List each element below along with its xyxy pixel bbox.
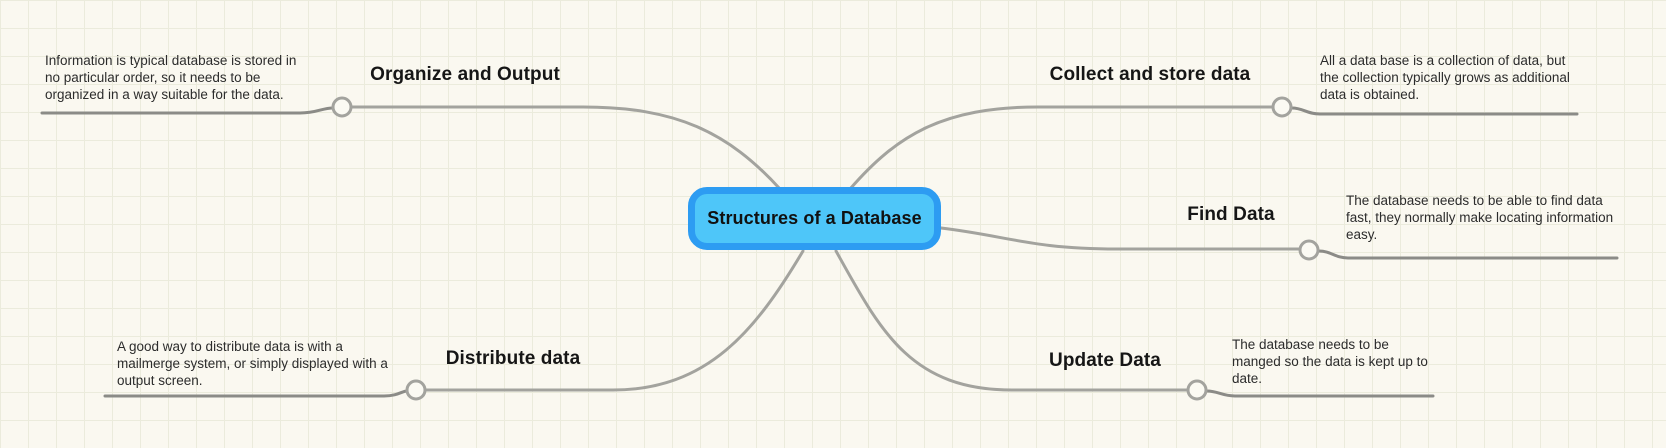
note-line: organized in a way suitable for the data…	[45, 87, 284, 102]
handle-update[interactable]	[1186, 379, 1208, 401]
note-line: the collection typically grows as additi…	[1320, 70, 1570, 85]
note-organize-and-output[interactable]: Information is typical database is store…	[45, 52, 305, 103]
note-find-data[interactable]: The database needs to be able to find da…	[1346, 192, 1631, 243]
note-line: no particular order, so it needs to be	[45, 70, 261, 85]
topic-collect-and-store-data[interactable]: Collect and store data	[1049, 64, 1251, 85]
handle-find[interactable]	[1298, 239, 1320, 261]
topic-update-data[interactable]: Update Data	[1049, 350, 1161, 371]
connector-distribute	[424, 249, 805, 392]
note-line: All a data base is a collection of data,…	[1320, 53, 1566, 68]
note-update-data[interactable]: The database needs to be manged so the d…	[1232, 336, 1467, 387]
topic-find-data[interactable]: Find Data	[1187, 204, 1275, 225]
central-node-label: Structures of a Database	[707, 208, 922, 228]
note-line: manged so the data is kept up to	[1232, 354, 1428, 369]
connector-find	[939, 226, 1301, 251]
note-line: A good way to distribute data is with a	[117, 339, 343, 354]
note-line: easy.	[1346, 227, 1378, 242]
note-line: The database needs to be able to find da…	[1346, 193, 1603, 208]
connector-collect	[848, 105, 1274, 191]
note-line: mailmerge system, or simply displayed wi…	[117, 356, 388, 371]
note-collect-and-store-data[interactable]: All a data base is a collection of data,…	[1320, 52, 1590, 103]
connector-organize	[350, 105, 782, 191]
topic-distribute-data[interactable]: Distribute data	[445, 348, 581, 369]
note-underline-collect	[1290, 106, 1579, 116]
handle-collect[interactable]	[1271, 96, 1293, 118]
note-underline-update	[1205, 389, 1435, 398]
handle-distribute[interactable]	[405, 379, 427, 401]
handle-organize[interactable]	[331, 96, 353, 118]
note-underline-distribute	[103, 389, 409, 398]
note-line: The database needs to be	[1232, 337, 1389, 352]
note-underline-find	[1317, 249, 1619, 260]
note-line: Information is typical database is store…	[45, 53, 297, 68]
central-node[interactable]: Structures of a Database	[688, 187, 941, 250]
note-line: fast, they normally make locating inform…	[1346, 210, 1614, 225]
note-distribute-data[interactable]: A good way to distribute data is with a …	[117, 338, 397, 389]
note-line: data is obtained.	[1320, 87, 1420, 102]
topic-organize-and-output[interactable]: Organize and Output	[370, 64, 560, 85]
note-line: date.	[1232, 371, 1263, 386]
note-line: output screen.	[117, 373, 203, 388]
note-underline-organize	[40, 106, 335, 115]
connector-update	[834, 249, 1189, 392]
